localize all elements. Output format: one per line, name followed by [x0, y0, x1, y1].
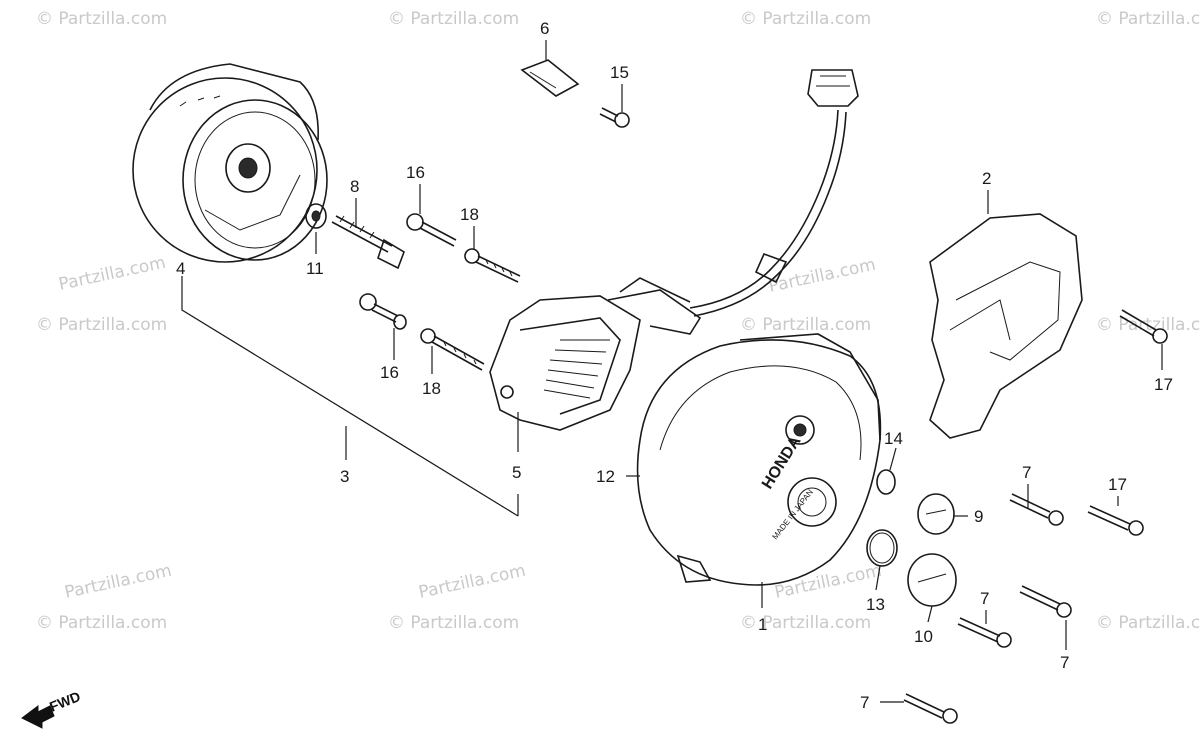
o-ring-large — [866, 529, 898, 567]
label-part-1: 1 — [758, 615, 767, 634]
watermark-brand: Partzilla.com — [57, 253, 168, 295]
callout-labels: 4 3 5 6 15 16 18 8 11 16 18 2 12 14 13 9… — [176, 19, 1173, 712]
label-part-7-lower: 7 — [980, 589, 989, 608]
label-part-7-right: 7 — [1060, 653, 1069, 672]
bolt-7-middle — [1009, 493, 1064, 526]
wire-clip — [520, 59, 580, 97]
plug-cap-small — [917, 493, 955, 535]
washer — [305, 203, 327, 229]
label-part-16-lower: 16 — [380, 363, 399, 382]
watermark: © Partzilla.com — [740, 315, 871, 335]
label-part-17-lower: 17 — [1108, 475, 1127, 494]
label-part-6: 6 — [540, 19, 549, 38]
bolt-7-lower — [957, 617, 1012, 648]
leader-lines — [181, 40, 1163, 703]
label-part-12: 12 — [596, 467, 615, 486]
rotor-bolt — [331, 215, 405, 270]
watermark-layer: © Partzilla.com © Partzilla.com © Partzi… — [36, 9, 1200, 633]
label-part-11: 11 — [306, 259, 324, 278]
flywheel-rotor — [132, 63, 328, 263]
watermark-brand: Partzilla.com — [63, 561, 174, 603]
label-part-8: 8 — [350, 177, 359, 196]
label-part-17-upper: 17 — [1154, 375, 1173, 394]
bolt-16-lower — [359, 293, 407, 330]
label-part-18-upper: 18 — [460, 205, 479, 224]
o-ring-small — [876, 469, 896, 495]
bolt-17-upper — [1119, 309, 1168, 344]
watermark: © Partzilla.com — [36, 315, 167, 335]
label-part-2: 2 — [982, 169, 991, 188]
label-part-10: 10 — [914, 627, 933, 646]
label-part-3: 3 — [340, 467, 349, 486]
watermark: © Partzilla.com — [740, 613, 871, 633]
label-part-4: 4 — [176, 259, 185, 278]
wire-harness — [689, 69, 859, 317]
stator — [489, 277, 702, 431]
fwd-arrow-icon — [21, 705, 55, 729]
label-part-15: 15 — [610, 63, 629, 82]
label-part-14: 14 — [884, 429, 903, 448]
watermark: © Partzilla.com — [36, 9, 167, 29]
cover-plate — [929, 213, 1083, 439]
label-part-7-middle: 7 — [1022, 463, 1031, 482]
watermark: © Partzilla.com — [388, 9, 519, 29]
watermark-brand: Partzilla.com — [417, 561, 528, 603]
bolt-18-upper — [464, 248, 521, 283]
bolt-7-bottom — [903, 693, 958, 724]
bolt-17-lower — [1087, 505, 1144, 536]
bolt-16-upper — [406, 213, 457, 247]
label-part-9: 9 — [974, 507, 983, 526]
label-part-5: 5 — [512, 463, 521, 482]
label-part-13: 13 — [866, 595, 885, 614]
label-part-18-lower: 18 — [422, 379, 441, 398]
plug-cap-large — [907, 553, 957, 607]
bolt-7-right — [1019, 585, 1072, 618]
fwd-indicator: FWD — [21, 688, 83, 729]
fwd-label: FWD — [47, 688, 83, 715]
crankcase-cover: HONDA MADE IN JAPAN — [636, 333, 882, 586]
watermark: © Partzilla.com — [36, 613, 167, 633]
cover-origin-text: MADE IN JAPAN — [770, 488, 815, 542]
bolt-15 — [599, 107, 630, 128]
label-part-16-upper: 16 — [406, 163, 425, 182]
label-part-7-bottom: 7 — [860, 693, 869, 712]
watermark: © Partzilla.com — [740, 9, 871, 29]
watermark: © Partzilla.com — [1096, 9, 1200, 29]
watermark: © Partzilla.com — [388, 613, 519, 633]
bolt-18-lower — [420, 328, 485, 371]
watermark: © Partzilla.com — [1096, 613, 1200, 633]
